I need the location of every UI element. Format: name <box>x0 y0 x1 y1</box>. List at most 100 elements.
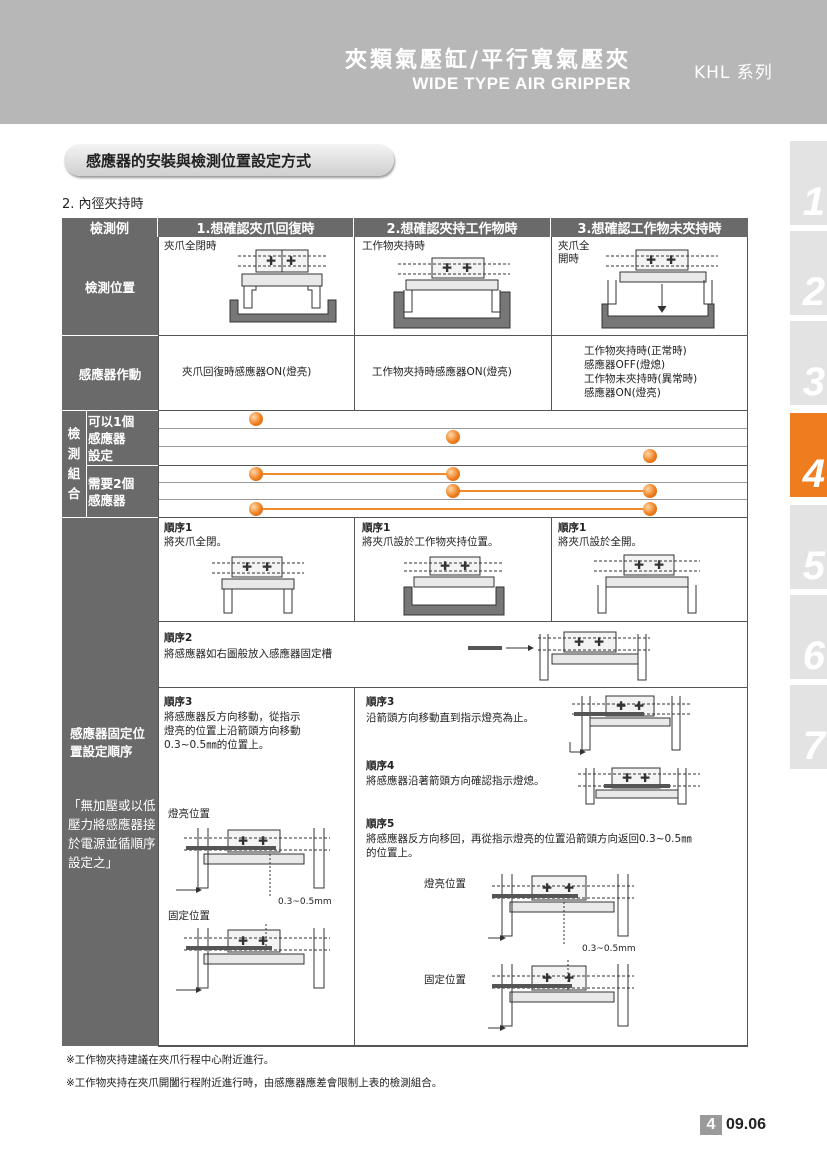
svg-text:✚: ✚ <box>286 254 296 268</box>
side-tab-7[interactable]: 7 <box>790 685 827 769</box>
row-label-combo: 檢 測 組 合 <box>67 426 81 501</box>
action-3: 工作物夾持時(正常時) 感應器OFF(燈熄) 工作物未夾持時(異常時) 感應器O… <box>584 345 698 399</box>
row-label-detect-position: 檢測位置 <box>84 279 135 295</box>
svg-text:✚: ✚ <box>266 254 276 268</box>
page-num: 09.06 <box>726 1116 767 1133</box>
step5-diagram-bottom: ✚ ✚ <box>488 960 634 1031</box>
svg-text:✚: ✚ <box>646 253 656 267</box>
c1-sensor-diagram-bottom: ✚ ✚ <box>176 924 330 993</box>
col-header-2: 2.想確認夾持工作物時 <box>354 218 551 237</box>
section-title: 感應器的安裝與檢測位置設定方式 <box>64 144 394 176</box>
row-label-setting-note: 「無加壓或以低壓力將感應器接於電源並循順序設定之」 <box>68 798 156 870</box>
c23-dim: 0.3~0.5mm <box>582 944 636 954</box>
action-1: 夾爪回復時感應器ON(燈亮) <box>182 366 312 378</box>
svg-text:✚: ✚ <box>564 971 574 985</box>
step5-text: 將感應器反方向移回，再從指示燈亮的位置沿箭頭方向返回0.3~0.5㎜ 的位置上。 <box>366 833 692 859</box>
c1-step1-text: 將夾爪全閉。 <box>164 536 227 548</box>
svg-text:✚: ✚ <box>564 881 574 895</box>
svg-text:✚: ✚ <box>258 834 268 848</box>
c1-light-pos: 燈亮位置 <box>168 808 210 820</box>
svg-text:✚: ✚ <box>442 261 452 275</box>
svg-text:✚: ✚ <box>262 560 272 574</box>
svg-text:✚: ✚ <box>542 971 552 985</box>
col-header-3: 3.想確認工作物未夾持時 <box>551 218 748 237</box>
c23-step3-text: 沿箭頭方向移動直到指示燈亮為止。 <box>366 712 534 724</box>
svg-text:✚: ✚ <box>634 699 644 713</box>
svg-text:✚: ✚ <box>238 934 248 948</box>
step1-diagram-holding: ✚ ✚ <box>403 556 505 616</box>
svg-text:✚: ✚ <box>622 771 632 785</box>
row-label-two-sensors: 需要2個 感應器 <box>88 475 135 508</box>
svg-text:✚: ✚ <box>258 934 268 948</box>
svg-text:✚: ✚ <box>574 635 584 649</box>
step5-title: 順序5 <box>366 818 395 830</box>
page-chapter: 4 <box>700 1115 722 1135</box>
combo-dot <box>249 502 263 516</box>
side-tab-4[interactable]: 4 <box>790 413 827 497</box>
label-column <box>62 237 158 1046</box>
svg-text:✚: ✚ <box>440 559 450 573</box>
svg-text:✚: ✚ <box>460 559 470 573</box>
c23-step3-title: 順序3 <box>366 696 395 708</box>
combo-line <box>453 490 650 492</box>
c3-step1-text: 將夾爪設於全開。 <box>558 536 642 548</box>
pos-note-1: 夾爪全閉時 <box>164 240 217 252</box>
c23-fixed-pos: 固定位置 <box>424 974 466 986</box>
side-tab-5[interactable]: 5 <box>790 505 827 589</box>
pos-note-2: 工作物夾持時 <box>362 240 425 252</box>
step4-diagram: ✚ ✚ <box>578 767 700 805</box>
c1-step3-text: 將感應器反方向移動，從指示 燈亮的位置上沿箭頭方向移動 0.3~0.5㎜的位置上… <box>164 711 301 751</box>
c3-step1-title: 順序1 <box>558 522 587 534</box>
combo-dot <box>249 412 263 426</box>
combo-dot <box>249 467 263 481</box>
svg-text:✚: ✚ <box>242 560 252 574</box>
side-tab-3[interactable]: 3 <box>790 321 827 405</box>
header-title-en: WIDE TYPE AIR GRIPPER <box>412 74 631 93</box>
svg-text:✚: ✚ <box>616 699 626 713</box>
combo-dot <box>643 502 657 516</box>
footnote-2: ※工作物夾持在夾爪開闔行程附近進行時，由感應器應差會限制上表的檢測組合。 <box>66 1077 443 1089</box>
c23-step3-diagram: ✚ ✚ <box>569 695 692 755</box>
side-tab-6[interactable]: 6 <box>790 595 827 679</box>
c1-fixed-pos: 固定位置 <box>168 910 210 922</box>
combo-dot <box>446 484 460 498</box>
col-header-1: 1.想確認夾爪回復時 <box>158 218 354 237</box>
step2-title: 順序2 <box>164 632 193 644</box>
c1-step1-title: 順序1 <box>164 522 193 534</box>
step4-text: 將感應器沿著箭頭方向確認指示燈熄。 <box>366 775 545 787</box>
c23-light-pos: 燈亮位置 <box>424 878 466 890</box>
gripper-diagram-closed: ✚ ✚ <box>229 249 337 323</box>
step2-diagram: ✚ ✚ <box>468 631 650 681</box>
row-label-setting: 感應器固定位置設定順序 <box>70 726 146 759</box>
combo-dot <box>446 430 460 444</box>
c1-dim: 0.3~0.5mm <box>278 897 332 907</box>
row-label-one-sensor: 可以1個 感應器 設定 <box>88 413 135 463</box>
gripper-diagram-holding: ✚ ✚ <box>393 257 511 329</box>
action-2: 工作物夾持時感應器ON(燈亮) <box>372 366 512 378</box>
step2-text: 將感應器如右圖般放入感應器固定槽 <box>164 648 332 660</box>
svg-text:✚: ✚ <box>238 834 248 848</box>
pos-note-3: 夾爪全 開時 <box>558 240 590 265</box>
svg-text:✚: ✚ <box>654 558 664 572</box>
row-label-sensor-action: 感應器作動 <box>78 366 142 382</box>
c2-step1-title: 順序1 <box>362 522 391 534</box>
step1-diagram-open: ✚ ✚ <box>594 554 700 614</box>
step5-diagram-top: ✚ ✚ <box>488 874 634 946</box>
combo-dot <box>446 467 460 481</box>
detection-table: 檢測例 1.想確認夾爪回復時 2.想確認夾持工作物時 3.想確認工作物未夾持時 … <box>62 218 748 1047</box>
header-series: KHL 系列 <box>694 63 773 83</box>
step1-diagram-closed: ✚ ✚ <box>212 556 304 614</box>
side-tab-1[interactable]: 1 <box>790 141 827 225</box>
col-header-0: 檢測例 <box>62 218 158 237</box>
svg-text:✚: ✚ <box>666 253 676 267</box>
c1-sensor-diagram-top: ✚ ✚ <box>176 828 330 898</box>
svg-text:✚: ✚ <box>640 771 650 785</box>
side-tab-2[interactable]: 2 <box>790 231 827 315</box>
svg-text:✚: ✚ <box>462 261 472 275</box>
c2-step1-text: 將夾爪設於工作物夾持位置。 <box>362 536 499 548</box>
combo-line <box>256 473 453 475</box>
page-number: 4 09.06 <box>700 1115 766 1135</box>
step4-title: 順序4 <box>366 760 395 772</box>
subsection-title: 2. 內徑夾持時 <box>62 197 144 212</box>
combo-dot <box>643 449 657 463</box>
